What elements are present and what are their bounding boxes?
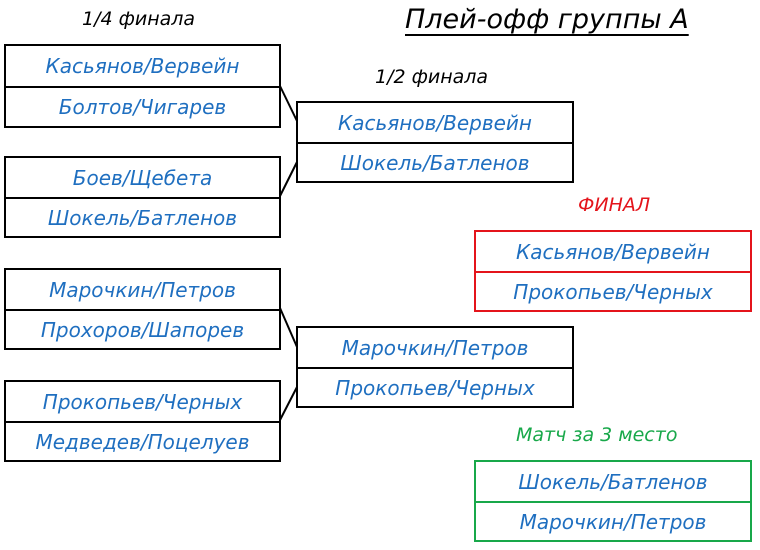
- quarterfinal-match-3: Марочкин/Петров Прохоров/Шапорев: [4, 268, 281, 350]
- team-slot: Прокопьев/Черных: [42, 389, 243, 414]
- third-place-match: Шокель/Батленов Марочкин/Петров: [474, 460, 752, 542]
- quarterfinal-match-2: Боев/Щебета Шокель/Батленов: [4, 156, 281, 238]
- team-slot: Медведев/Поцелуев: [35, 429, 250, 454]
- final-match: Касьянов/Вервейн Прокопьев/Черных: [474, 230, 752, 312]
- match-divider: [298, 142, 572, 144]
- connector-qf3-sf2: [279, 307, 298, 348]
- match-divider: [6, 86, 279, 88]
- team-slot: Марочкин/Петров: [341, 335, 529, 360]
- quarterfinal-match-1: Касьянов/Вервейн Болтов/Чигарев: [4, 44, 281, 128]
- match-divider: [298, 367, 572, 369]
- team-slot: Боев/Щебета: [72, 165, 213, 190]
- team-slot: Прохоров/Шапорев: [40, 317, 245, 342]
- team-slot: Болтов/Чигарев: [58, 95, 227, 119]
- quarterfinal-match-4: Прокопьев/Черных Медведев/Поцелуев: [4, 380, 281, 462]
- team-slot: Марочкин/Петров: [49, 277, 236, 302]
- final-label: ФИНАЛ: [578, 194, 651, 216]
- connector-qf4-sf2: [279, 386, 298, 421]
- match-divider: [6, 309, 279, 311]
- team-slot: Прокопьев/Черных: [335, 375, 535, 400]
- team-slot: Шокель/Батленов: [47, 205, 238, 230]
- team-slot: Шокель/Батленов: [340, 150, 530, 175]
- semifinal-match-1: Касьянов/Вервейн Шокель/Батленов: [296, 101, 574, 183]
- third-place-label: Матч за 3 место: [516, 424, 678, 446]
- match-divider: [6, 421, 279, 423]
- team-slot: Касьянов/Вервейн: [516, 239, 710, 264]
- team-slot: Марочкин/Петров: [519, 509, 707, 534]
- team-slot: Прокопьев/Черных: [513, 279, 713, 304]
- match-divider: [476, 271, 750, 273]
- team-slot: Касьянов/Вервейн: [45, 54, 240, 78]
- connector-qf2-sf1: [279, 161, 298, 197]
- semifinal-label: 1/2 финала: [375, 66, 489, 88]
- match-divider: [6, 197, 279, 199]
- team-slot: Шокель/Батленов: [518, 469, 708, 494]
- semifinal-match-2: Марочкин/Петров Прокопьев/Черных: [296, 326, 574, 408]
- connector-qf1-sf1: [279, 85, 298, 122]
- team-slot: Касьянов/Вервейн: [338, 110, 532, 135]
- match-divider: [476, 501, 750, 503]
- quarterfinal-label: 1/4 финала: [82, 8, 196, 30]
- page-title: Плей-офф группы А: [405, 4, 689, 35]
